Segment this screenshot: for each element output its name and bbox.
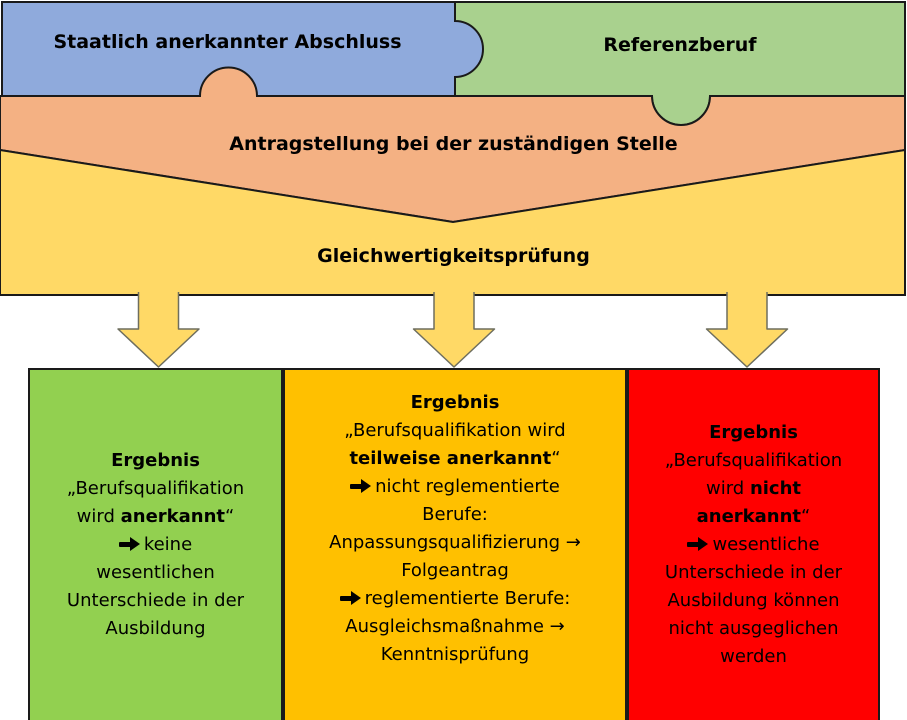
result-line: „Berufsqualifikation wird [287,417,623,445]
result-box-teilweise-anerkannt: Ergebnis „Berufsqualifikation wird teilwei… [283,368,627,720]
result-text: wird [76,506,121,527]
result-text-bold: anerkannt [120,506,226,527]
result-line: Ausbildung können [631,587,876,615]
result-line: „Berufsqualifikation [631,447,876,475]
result-line: Ergebnis [287,389,623,417]
result-line: nicht ausgeglichen [631,615,876,643]
result-text-bold: teilweise anerkannt [349,448,552,469]
label-antragstellung: Antragstellung bei der zuständigen Stell… [229,133,678,155]
result-text: „Berufsqualifikation wird [344,420,566,441]
result-text: “ [551,448,561,469]
result-line: Folgeantrag [287,557,623,585]
result-text: reglementierte Berufe: [364,588,571,609]
result-text: Unterschiede in der [664,562,843,583]
result-line: Ausbildung [32,615,279,643]
result-line: wird anerkannt“ [32,503,279,531]
result-line: werden [631,643,876,671]
result-text-bold: Ergebnis [709,422,798,443]
result-line: wird nicht [631,475,876,503]
label-referenzberuf: Referenzberuf [603,34,757,56]
label-staatlich-anerkannter-abschluss: Staatlich anerkannter Abschluss [53,31,402,53]
heavy-right-arrow-icon [339,591,361,605]
result-line: Unterschiede in der [631,559,876,587]
result-text: Ausgleichsmaßnahme → [345,616,565,637]
result-text: Kenntnisprüfung [380,644,530,665]
result-line: nicht reglementierte [287,473,623,501]
result-text-bold: Ergebnis [111,450,200,471]
result-text: wesentlichen [96,562,215,583]
result-text-bold: Ergebnis [410,392,500,413]
result-line: Ergebnis [32,447,279,475]
result-line: keine [32,531,279,559]
result-text: Ausbildung können [667,590,840,611]
result-text: Folgeantrag [401,560,509,581]
result-text: Berufe: [422,504,488,525]
result-text: “ [801,506,811,527]
result-text: “ [225,506,235,527]
result-line: reglementierte Berufe: [287,585,623,613]
result-line: wesentlichen [32,559,279,587]
result-line: anerkannt“ [631,503,876,531]
chevron-application [0,66,906,224]
puzzle-piece-abschluss [1,1,484,97]
result-text-bold: nicht [749,478,802,499]
result-text: nicht ausgeglichen [668,618,839,639]
result-line: Anpassungsqualifizierung → [287,529,623,557]
result-text: Unterschiede in der [66,590,245,611]
result-line: Kenntnisprüfung [287,641,623,669]
heavy-right-arrow-icon [118,537,140,551]
result-line: Berufe: [287,501,623,529]
heavy-right-arrow-icon [350,479,372,493]
result-box-anerkannt: Ergebnis „Berufsqualifikation wird anerkan… [28,368,283,720]
result-text: Ausbildung [105,618,206,639]
chevron-equivalence [0,148,906,296]
result-line: Ergebnis [631,419,876,447]
result-text: nicht reglementierte [375,476,560,497]
result-text: „Berufsqualifikation [66,478,245,499]
heavy-right-arrow-icon [687,537,709,551]
result-line: teilweise anerkannt“ [287,445,623,473]
result-text: keine [143,534,193,555]
result-text: wird [705,478,750,499]
down-arrow-middle [412,292,496,368]
result-text: „Berufsqualifikation [664,450,843,471]
result-text: Anpassungsqualifizierung → [329,532,581,553]
result-line: Unterschiede in der [32,587,279,615]
result-text: werden [720,646,787,667]
result-line: „Berufsqualifikation [32,475,279,503]
down-arrow-left [117,292,200,368]
result-line: Ausgleichsmaßnahme → [287,613,623,641]
down-arrow-right [705,292,789,368]
label-gleichwertigkeitspruefung: Gleichwertigkeitsprüfung [317,245,590,267]
result-line: wesentliche [631,531,876,559]
result-text: wesentliche [712,534,820,555]
result-text-bold: anerkannt [696,506,802,527]
